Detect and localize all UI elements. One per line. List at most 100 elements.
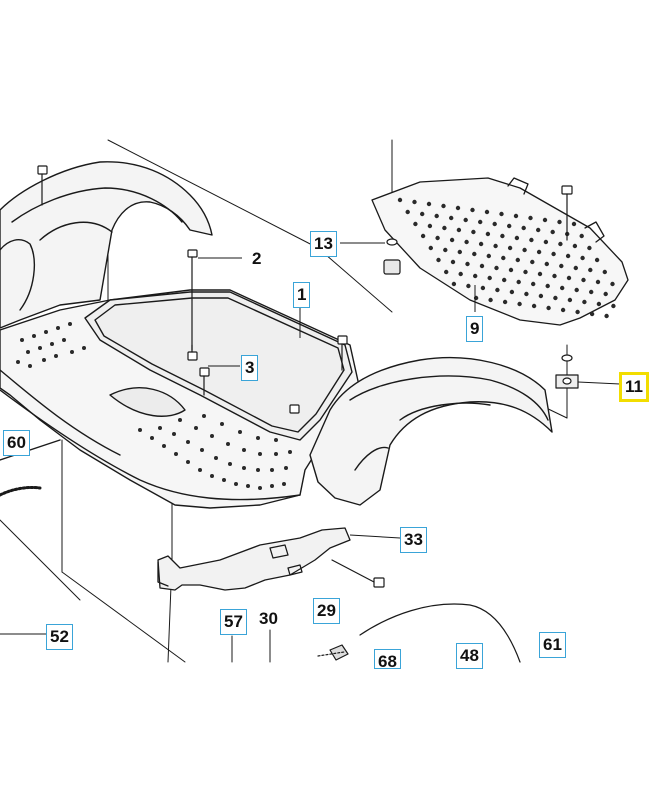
part-label-9[interactable]: 9	[466, 316, 484, 342]
rack-hole	[464, 239, 469, 245]
rack-hole	[514, 235, 520, 241]
rack-hole	[488, 297, 493, 303]
rack-hole	[536, 227, 541, 233]
rack-hole	[500, 233, 505, 239]
rack-hole	[602, 269, 607, 275]
rack-hole	[544, 261, 549, 267]
rack-hole	[529, 237, 534, 243]
rack-hole	[559, 263, 564, 269]
rack-hole	[420, 211, 425, 217]
rack-hole	[507, 223, 512, 229]
part-label-48[interactable]: 48	[456, 643, 483, 669]
rack-hole	[575, 309, 580, 315]
rack-hole	[528, 215, 533, 221]
rack-hole	[478, 219, 483, 225]
rack-hole	[565, 253, 571, 259]
rack-hole	[451, 281, 457, 287]
part-label-52[interactable]: 52	[46, 624, 73, 650]
rack-hole	[486, 253, 491, 259]
rack-hole	[579, 233, 584, 239]
rack-hole	[502, 277, 507, 283]
rack-hole	[397, 197, 403, 203]
rack-hole	[463, 217, 468, 223]
rack-hole	[560, 307, 566, 313]
rack-hole	[515, 257, 520, 263]
rack-hole	[552, 273, 557, 279]
deck-perforations	[16, 322, 292, 490]
rack-hole	[420, 233, 426, 239]
rack-hole	[560, 285, 565, 291]
rack-hole	[603, 291, 608, 297]
rack-hole	[594, 257, 600, 263]
part-label-3[interactable]: 3	[241, 355, 259, 381]
rack-hole	[589, 289, 594, 295]
part-label-29[interactable]: 29	[313, 598, 340, 624]
rack-hole	[536, 249, 542, 255]
rack-hole	[479, 263, 485, 269]
rack-hole	[513, 213, 519, 219]
rack-hole	[478, 241, 484, 247]
rack-hole	[405, 209, 410, 215]
rack-hole	[523, 269, 528, 275]
rack-hole	[480, 285, 486, 291]
part-label-57[interactable]: 57	[220, 609, 247, 635]
rack-hole	[426, 201, 432, 207]
rack-hole	[543, 239, 549, 245]
rack-hole	[551, 251, 556, 257]
rack-hole	[449, 237, 455, 243]
rack-hole	[574, 287, 579, 293]
rack-hole	[550, 229, 555, 235]
rack-hole	[580, 255, 585, 261]
rack-hole	[557, 219, 562, 225]
rack-hole	[443, 247, 448, 253]
rack-hole	[530, 259, 535, 265]
rack-hole	[595, 279, 601, 285]
rack-hole	[493, 243, 498, 249]
rack-hole	[485, 231, 491, 237]
part-label-30[interactable]: 30	[259, 609, 278, 628]
fasteners	[37, 165, 579, 588]
rack-hole	[587, 245, 592, 251]
part-label-11[interactable]: 11	[619, 372, 649, 402]
rack-hole	[589, 311, 595, 317]
rack-hole	[435, 235, 440, 241]
rack-hole	[553, 295, 558, 301]
rack-hole	[466, 283, 471, 289]
rack-hole	[494, 265, 499, 271]
rack-hole	[442, 225, 447, 231]
rack-hole	[596, 301, 602, 307]
part-label-13[interactable]: 13	[310, 231, 337, 257]
part-label-1[interactable]: 1	[293, 282, 311, 308]
rack-hole	[566, 275, 572, 281]
rack-hole	[502, 299, 508, 305]
rack-hole	[538, 293, 544, 299]
rack-hole	[524, 291, 529, 297]
rack-hole	[509, 289, 515, 295]
part-label-33[interactable]: 33	[400, 527, 427, 553]
part-label-61[interactable]: 61	[539, 632, 566, 658]
rack-hole	[450, 259, 456, 265]
rack-hole	[473, 273, 478, 279]
rack-hole	[413, 221, 418, 227]
part-label-2[interactable]: 2	[252, 249, 262, 268]
part-label-60[interactable]: 60	[3, 430, 30, 456]
rack-hole	[456, 227, 462, 233]
rack-hole	[436, 257, 441, 263]
rack-plate-holes	[397, 197, 616, 319]
mounting-bracket	[157, 527, 351, 591]
rack-hole	[472, 251, 477, 257]
rack-hole	[471, 229, 476, 235]
rack-hole	[537, 271, 543, 277]
rack-hole	[427, 223, 433, 229]
rack-hole	[428, 245, 433, 251]
rack-hole	[434, 213, 439, 219]
rack-hole	[487, 275, 492, 281]
part-label-68[interactable]: 68	[374, 649, 401, 669]
label-leaders	[0, 242, 621, 635]
rack-hole	[458, 271, 463, 277]
rack-hole	[501, 255, 506, 261]
rack-hole	[581, 277, 586, 283]
rack-hole	[412, 199, 417, 205]
rack-hole	[567, 297, 573, 303]
